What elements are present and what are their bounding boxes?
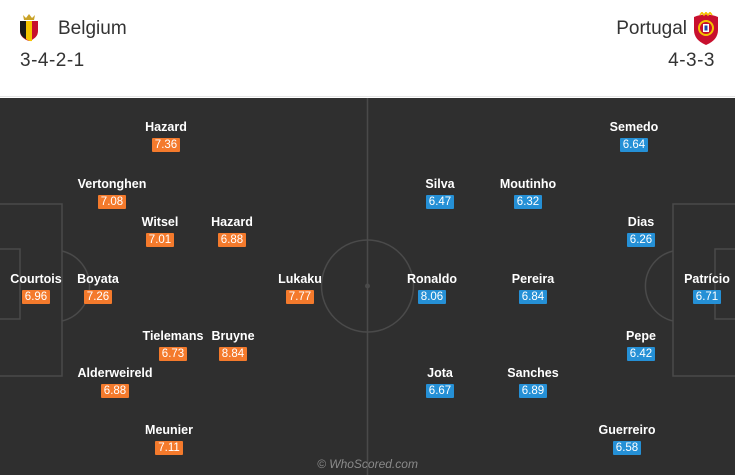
player-name: Bruyne (211, 329, 255, 343)
player-name: Jota (427, 366, 453, 380)
away-player[interactable]: Silva 6.47 (385, 177, 495, 210)
player-rating: 6.89 (518, 384, 548, 398)
player-rating: 7.01 (145, 233, 175, 247)
player-rating: 8.06 (417, 290, 447, 304)
away-player[interactable]: Moutinho 6.32 (473, 177, 583, 210)
away-player[interactable]: Dias 6.26 (586, 215, 696, 248)
player-name: Dias (627, 215, 655, 229)
player-name: Hazard (145, 120, 187, 134)
player-rating: 6.67 (425, 384, 455, 398)
player-rating: 6.26 (626, 233, 656, 247)
pitch: Hazard 7.36 Vertonghen 7.08 Witsel 7.01 … (0, 98, 735, 475)
player-rating: 6.88 (217, 233, 247, 247)
player-name: Moutinho (499, 177, 557, 191)
home-player[interactable]: Boyata 7.26 (43, 272, 153, 305)
player-rating: 6.32 (513, 195, 543, 209)
player-rating: 6.64 (619, 138, 649, 152)
player-rating: 7.26 (83, 290, 113, 304)
player-rating: 6.88 (100, 384, 130, 398)
away-team-name[interactable]: Portugal (616, 18, 687, 39)
home-player[interactable]: Alderweireld 6.88 (60, 366, 170, 399)
home-player[interactable]: Tielemans 6.73 (118, 329, 228, 362)
away-player[interactable]: Semedo 6.64 (579, 120, 689, 153)
player-name: Vertonghen (77, 177, 147, 191)
away-player[interactable]: Sanches 6.89 (478, 366, 588, 399)
whoscored-watermark: © WhoScored.com (317, 457, 418, 471)
player-name: Semedo (609, 120, 659, 134)
player-name: Ronaldo (407, 272, 457, 286)
pitch-markings (0, 98, 735, 475)
player-rating: 6.42 (626, 347, 656, 361)
player-name: Tielemans (142, 329, 204, 343)
player-name: Boyata (77, 272, 119, 286)
player-rating: 7.77 (285, 290, 315, 304)
home-player[interactable]: Hazard 6.88 (177, 215, 287, 248)
home-team-name[interactable]: Belgium (58, 18, 127, 39)
away-player[interactable]: Ronaldo 8.06 (377, 272, 487, 305)
home-player[interactable]: Meunier 7.11 (114, 423, 224, 456)
player-name: Silva (425, 177, 455, 191)
player-name: Hazard (211, 215, 253, 229)
player-rating: 6.71 (692, 290, 722, 304)
home-player[interactable]: Hazard 7.36 (111, 120, 221, 153)
player-name: Guerreiro (598, 423, 656, 437)
home-player[interactable]: Vertonghen 7.08 (57, 177, 167, 210)
home-player[interactable]: Lukaku 7.77 (245, 272, 355, 305)
portugal-crest-icon (694, 12, 718, 45)
match-header: Belgium 3-4-2-1 Portugal 4-3-3 (0, 0, 735, 97)
home-player[interactable]: Bruyne 8.84 (178, 329, 288, 362)
away-formation: 4-3-3 (668, 50, 715, 71)
player-rating: 7.36 (151, 138, 181, 152)
away-player[interactable]: Patrício 6.71 (652, 272, 735, 305)
player-rating: 6.84 (518, 290, 548, 304)
player-name: Pepe (626, 329, 656, 343)
away-player[interactable]: Pepe 6.42 (586, 329, 696, 362)
belgium-crest-icon (20, 14, 38, 42)
home-formation: 3-4-2-1 (20, 50, 85, 71)
player-rating: 8.84 (218, 347, 248, 361)
player-name: Witsel (141, 215, 179, 229)
player-name: Courtois (10, 272, 62, 286)
player-rating: 6.73 (158, 347, 188, 361)
away-player[interactable]: Guerreiro 6.58 (572, 423, 682, 456)
player-name: Lukaku (278, 272, 322, 286)
player-name: Sanches (507, 366, 559, 380)
player-name: Pereira (511, 272, 555, 286)
away-player[interactable]: Jota 6.67 (385, 366, 495, 399)
player-rating: 6.96 (21, 290, 51, 304)
player-rating: 7.08 (97, 195, 127, 209)
player-name: Meunier (145, 423, 193, 437)
player-rating: 7.11 (155, 441, 183, 455)
home-player[interactable]: Witsel 7.01 (105, 215, 215, 248)
player-name: Alderweireld (77, 366, 153, 380)
away-player[interactable]: Pereira 6.84 (478, 272, 588, 305)
home-player[interactable]: Courtois 6.96 (0, 272, 91, 305)
player-name: Patrício (684, 272, 730, 286)
player-rating: 6.47 (425, 195, 455, 209)
player-rating: 6.58 (612, 441, 642, 455)
